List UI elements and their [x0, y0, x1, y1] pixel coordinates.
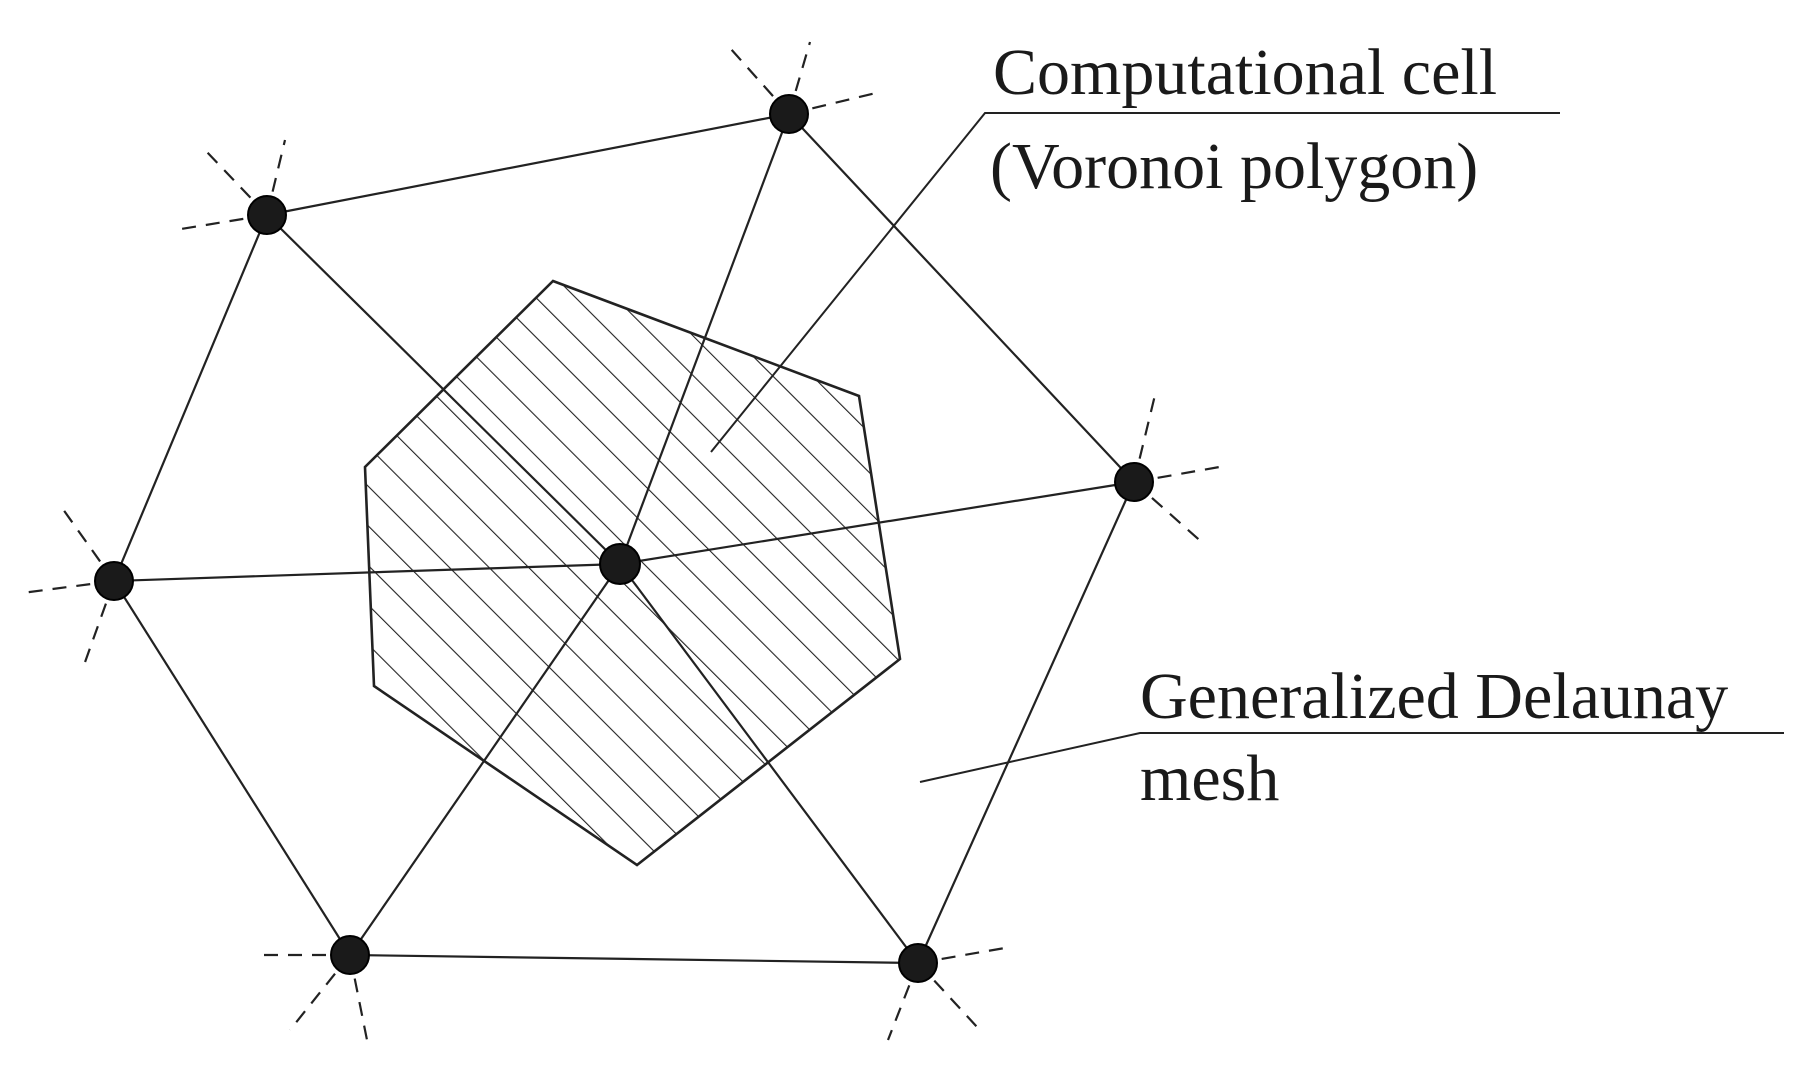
dash [59, 504, 115, 582]
node-bottom-left [330, 935, 370, 975]
delaunay-mesh-leader [919, 732, 1784, 783]
dash [917, 946, 1006, 965]
node-left [94, 561, 134, 601]
computational-cell-label-line2: (Voronoi polygon) [990, 130, 1478, 203]
dash [21, 579, 115, 595]
spoke-lower-right [619, 563, 919, 964]
dash [917, 962, 979, 1029]
delaunay-mesh-label-line1: Generalized Delaunay [1140, 660, 1728, 733]
delaunay-mesh-label-line2: mesh [1140, 742, 1279, 815]
dash [174, 213, 268, 232]
outer-mesh-edges [112, 112, 1136, 965]
dash [82, 580, 116, 666]
dash [204, 149, 268, 216]
node-center [599, 543, 641, 585]
spoke-right [619, 480, 1135, 566]
dash [348, 954, 370, 1046]
spoke-upper-left [266, 214, 621, 565]
computational-cell-leader [710, 112, 1560, 453]
node-bottom-right [898, 943, 938, 983]
dash [1132, 394, 1157, 483]
dash [1133, 481, 1206, 546]
node-right [1114, 462, 1154, 502]
spoke-bottom-left [349, 563, 621, 956]
edge-top [266, 112, 790, 217]
node-upper-left [247, 195, 287, 235]
dash [788, 90, 881, 116]
dash [729, 47, 790, 115]
edge-lower-left [113, 580, 351, 956]
mesh-nodes [94, 94, 1154, 983]
edge-bottom [349, 953, 919, 965]
leader-lines [710, 112, 1784, 783]
edge-upper-left [112, 214, 269, 582]
edge-lower-right [916, 481, 1136, 964]
edge-upper-right [788, 113, 1135, 483]
computational-cell-label-line1: Computational cell [993, 36, 1497, 109]
spoke-top [618, 113, 791, 565]
dash [1133, 464, 1226, 484]
spoke-left [113, 562, 621, 583]
node-top [769, 94, 809, 134]
dash [289, 954, 351, 1031]
spoke-edges [113, 113, 1135, 964]
